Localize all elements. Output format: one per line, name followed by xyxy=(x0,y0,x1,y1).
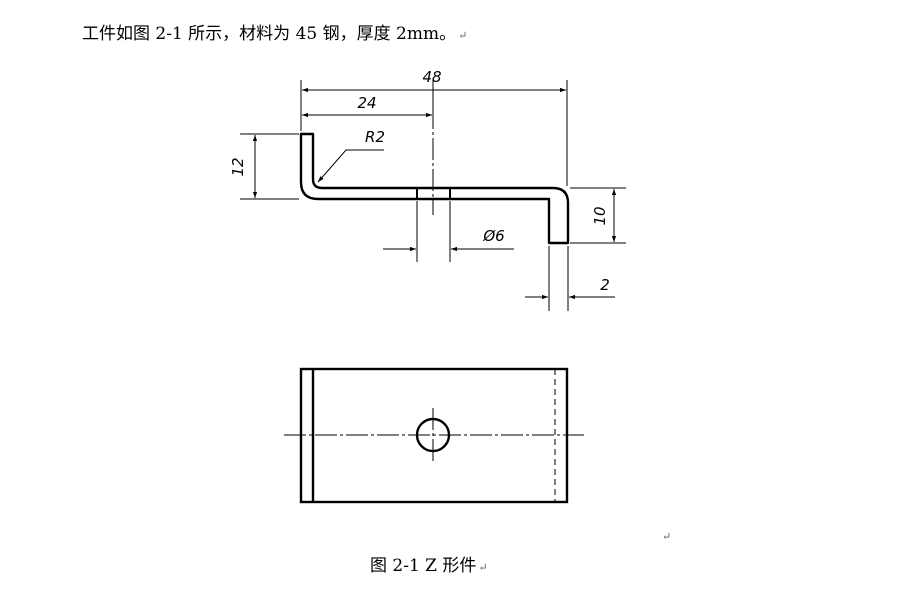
figure-caption: 图 2-1 Z 形件↵ xyxy=(370,554,488,580)
dim-text-12: 12 xyxy=(229,157,247,176)
paragraph-mark-icon: ↵ xyxy=(478,561,488,574)
z-profile-front-view xyxy=(299,132,570,245)
dim-text-48: 48 xyxy=(422,68,441,86)
dim-text-dia6: Ø6 xyxy=(482,227,504,245)
caption-text: 图 2-1 Z 形件 xyxy=(370,556,477,576)
dimension-lines xyxy=(252,87,617,300)
paragraph-mark-icon: ↵ xyxy=(662,530,672,543)
intro-text: 工件如图 2-1 所示，材料为 45 钢，厚度 2mm。 xyxy=(82,24,457,44)
extension-lines xyxy=(240,80,626,311)
dim-text-r2: R2 xyxy=(365,128,385,146)
hole-section-lines xyxy=(416,107,451,215)
top-view xyxy=(284,367,584,504)
dim-text-24: 24 xyxy=(357,94,376,112)
paragraph-mark-icon: ↵ xyxy=(458,29,468,42)
dim-text-10: 10 xyxy=(591,206,609,225)
dim-text-thickness: 2 xyxy=(600,276,610,294)
intro-paragraph: 工件如图 2-1 所示，材料为 45 钢，厚度 2mm。↵ xyxy=(82,22,467,48)
leader-r2 xyxy=(317,149,384,183)
